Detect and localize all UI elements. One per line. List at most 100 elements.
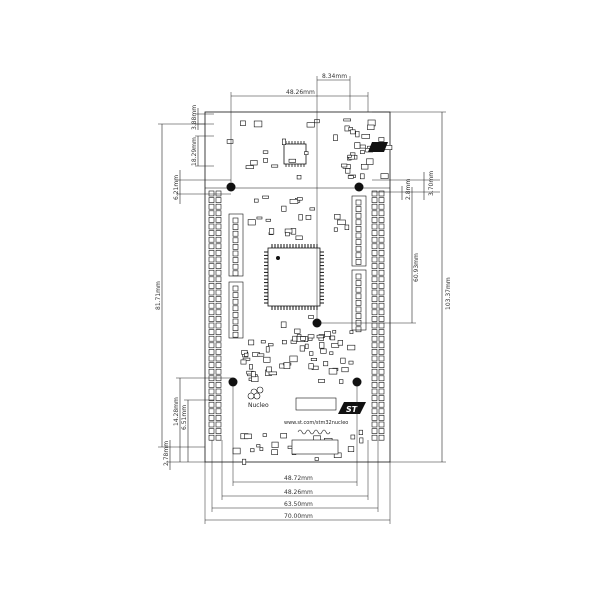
header-pin [208,382,215,388]
header-pin [215,190,222,197]
header-pin [208,217,215,223]
smd-component [254,198,259,203]
dim-morpho-length: 81.71mm [155,281,162,310]
header-pin [215,210,222,217]
header-pin [378,388,385,395]
header-pin [208,434,215,441]
header-pin [215,250,222,256]
header-pin [215,296,222,302]
smd-component [343,118,352,122]
smd-component [330,335,336,341]
header-pin [378,375,385,382]
smd-component [341,163,348,168]
smd-component [308,315,314,319]
smd-component [280,433,287,439]
header-pin [215,276,222,283]
smd-component [349,330,354,334]
header-pin [378,401,385,408]
smd-component [240,359,247,365]
header-pin [378,197,385,203]
header-pin [208,401,215,408]
mcu-chip-icon [264,244,324,310]
header-pin [215,269,222,276]
header-pin [215,368,222,375]
header-pin [208,322,215,329]
header-pin [215,329,222,335]
header-pin [378,223,385,230]
header-pin [208,309,215,316]
header-pin [378,415,385,421]
header-pin [378,250,385,256]
header-pin [371,243,378,250]
header-pin [208,316,215,322]
header-pin [378,316,385,322]
header-pin [208,415,215,421]
smd-component [337,219,346,225]
header-pin [355,219,362,226]
header-pin [371,269,378,276]
header-pin [355,206,362,212]
smd-component [345,168,351,174]
header-pin [378,428,385,434]
smd-component [318,378,325,383]
header-pin [208,355,215,362]
smd-component [314,457,319,461]
header-pin [208,236,215,243]
header-pin [232,298,239,305]
header-pin [208,197,215,203]
smd-component [244,352,249,357]
url-text: www.st.com/stm32nucleo [284,420,348,426]
header-pin [232,285,239,292]
smd-component [304,151,309,155]
header-pin [232,237,239,244]
header-pin [371,197,378,203]
dim-total-length: 103.37mm [445,277,452,310]
header-pin [355,239,362,245]
header-pin [208,263,215,269]
header-pin [371,203,378,210]
header-pin [355,300,362,306]
dimension-lines [158,76,446,524]
header-pin [371,362,378,368]
smd-component [360,164,369,170]
header-pin [215,395,222,401]
smd-component [347,446,355,453]
smd-component [310,357,318,361]
smd-component [298,214,303,221]
header-pin [215,203,222,210]
header-pin [378,408,385,415]
smd-component [263,356,271,363]
header-pin [371,355,378,362]
smd-component [309,351,314,356]
header-pin [215,289,222,296]
header-pin [215,243,222,250]
smd-component [333,134,338,142]
header-pin [355,252,362,259]
header-pin [371,309,378,316]
header-pin [378,190,385,197]
smd-component [297,197,303,201]
smd-component [263,158,268,163]
smd-component [332,330,337,334]
header-pin [371,329,378,335]
dim-top-hole-depth: 18.29mm [191,137,198,166]
header-pin [208,283,215,289]
header-pin [371,388,378,395]
header-pin [355,245,362,252]
header-pin [232,250,239,257]
header-pin [232,244,239,250]
st-logo-icon: ST [338,142,388,414]
left-pin-headers [208,190,239,441]
smd-component [226,139,234,144]
smd-component [305,215,312,220]
header-pin [378,335,385,342]
logo-text: Nucleo [248,402,269,409]
header-pin [215,388,222,395]
header-pin [371,289,378,296]
header-pin [378,236,385,243]
smd-component [267,343,274,347]
smd-component [265,346,270,353]
header-pin [208,230,215,236]
header-pin [378,362,385,368]
header-pin [208,269,215,276]
